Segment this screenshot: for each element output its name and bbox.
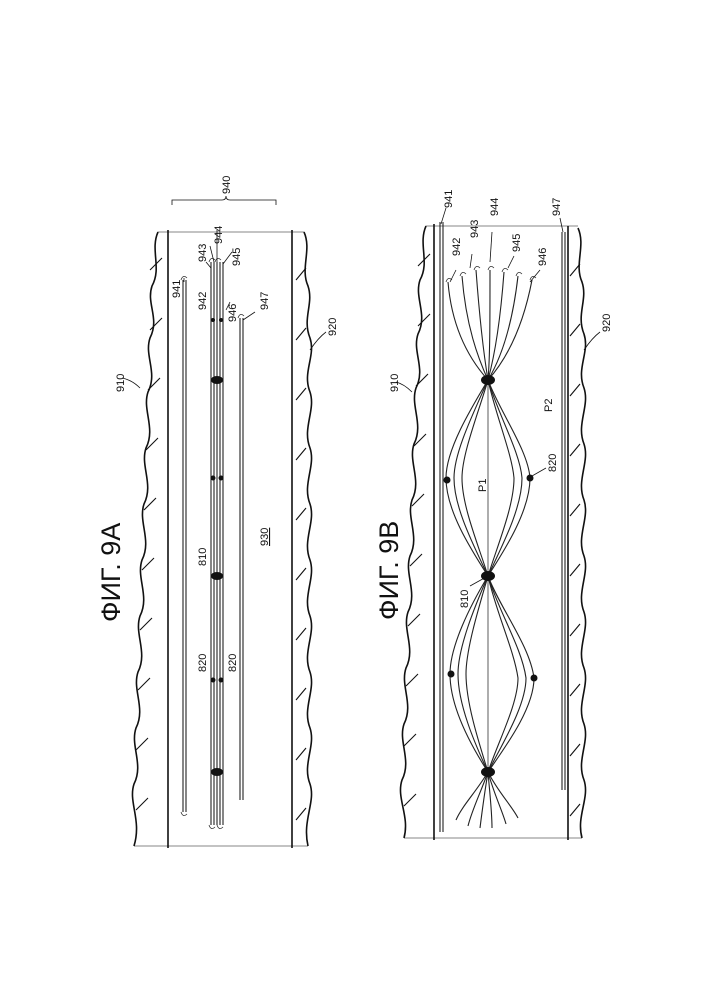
label-910-a: 910	[115, 374, 127, 392]
vessel-wall-outer-910	[132, 232, 158, 846]
marker-9a-6	[219, 318, 223, 322]
label-942-b: 942	[451, 238, 463, 256]
vessel-wall-lower-outer-920	[304, 232, 312, 846]
marker-9a-4	[219, 678, 224, 683]
leader-944b	[490, 232, 492, 262]
vessel-wall-lower-outer-920b	[578, 228, 586, 838]
label-942-a: 942	[197, 292, 209, 310]
node-9a-1	[211, 376, 223, 384]
marker-9a-2	[219, 476, 224, 481]
label-944-a: 944	[213, 226, 225, 244]
figure-9a	[122, 196, 326, 848]
label-910-b: 910	[389, 374, 401, 392]
label-p2: P2	[543, 399, 555, 412]
fan-bottom	[456, 772, 518, 828]
node-9a-3	[211, 768, 223, 776]
marker-9a-1	[211, 476, 216, 481]
label-810-b: 810	[459, 590, 471, 608]
label-820-a2: 820	[227, 654, 239, 672]
curls-top-b	[446, 266, 536, 282]
hatching-lower-wall-b	[570, 264, 580, 816]
leader-946b	[530, 270, 540, 282]
label-947-a: 947	[259, 292, 271, 310]
fig-title-9b: ФИГ. 9В	[374, 521, 404, 620]
label-945-a: 945	[231, 248, 243, 266]
leader-943b	[470, 254, 472, 268]
leader-820b	[532, 468, 546, 476]
marker-9b-4	[531, 675, 538, 682]
catheter-810	[211, 262, 223, 825]
label-930: 930	[259, 528, 271, 546]
figure-9b	[396, 208, 600, 840]
hatching-lower-wall	[296, 268, 306, 820]
node-9b-3	[481, 767, 495, 777]
label-810-a: 810	[197, 548, 209, 566]
fan-top	[448, 270, 532, 380]
node-9a-2	[211, 572, 223, 580]
fig-title-9a: ФИГ. 9А	[96, 523, 126, 622]
marker-9b-3	[448, 671, 455, 678]
label-946-a: 946	[227, 304, 239, 322]
curl-941-end	[181, 812, 187, 816]
leader-947b	[560, 218, 563, 232]
label-920-a: 920	[327, 318, 339, 336]
label-820-a1: 820	[197, 654, 209, 672]
label-946-b: 946	[537, 248, 549, 266]
label-941-a: 941	[171, 280, 183, 298]
node-9b-1	[481, 375, 495, 385]
leader-920b	[584, 332, 600, 350]
bracket-940	[172, 196, 276, 205]
label-945-b: 945	[511, 234, 523, 252]
label-943-b: 943	[469, 220, 481, 238]
leader-920a	[310, 332, 326, 350]
curl-810-end	[209, 825, 223, 829]
leader-942b	[450, 270, 456, 282]
label-947-b: 947	[551, 198, 563, 216]
marker-9a-5	[211, 318, 215, 322]
label-920-b: 920	[601, 314, 613, 332]
label-941-b: 941	[443, 190, 455, 208]
leader-947a	[243, 312, 255, 320]
label-940: 940	[221, 176, 233, 194]
leader-941b	[441, 208, 446, 224]
leader-945b	[508, 256, 514, 268]
label-944-b: 944	[489, 198, 501, 216]
label-p1: P1	[477, 479, 489, 492]
marker-9b-1	[444, 477, 451, 484]
label-943-a: 943	[197, 244, 209, 262]
marker-9a-3	[211, 678, 216, 683]
label-820-b: 820	[547, 454, 559, 472]
curl-94x	[209, 258, 221, 262]
